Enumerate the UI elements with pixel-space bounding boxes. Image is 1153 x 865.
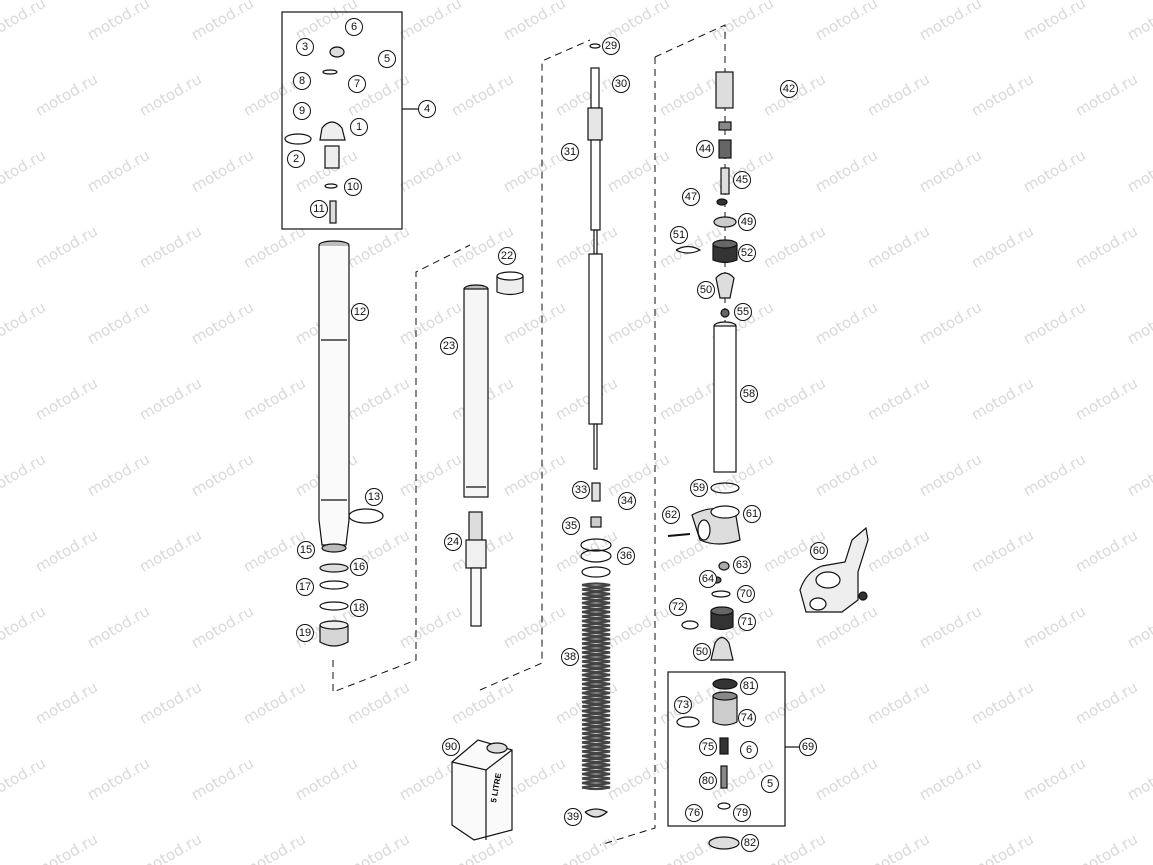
part-callout: 22 [498, 247, 516, 265]
part-callout: 72 [669, 598, 687, 616]
part-callout: 71 [738, 613, 756, 631]
part-callout: 2 [287, 150, 305, 168]
fork-foot-side [799, 526, 869, 613]
part-callout: 33 [572, 481, 590, 499]
part-callout: 70 [737, 585, 755, 603]
part-callout: 42 [780, 80, 798, 98]
valve-assembly-box [667, 671, 786, 827]
part-callout: 79 [733, 804, 751, 822]
part-callout: 64 [699, 570, 717, 588]
fork-foot [691, 505, 741, 545]
fork-spring [581, 582, 611, 791]
part-callout: 47 [682, 188, 700, 206]
outer-tube [318, 240, 350, 553]
part-callout: 38 [561, 648, 579, 666]
part-callout: 35 [562, 517, 580, 535]
part-callout: 1 [350, 118, 368, 136]
part-callout: 50 [697, 281, 715, 299]
part-callout: 59 [690, 479, 708, 497]
part-callout: 3 [296, 38, 314, 56]
damper-rod [587, 67, 603, 470]
part-callout: 8 [293, 72, 311, 90]
part-callout: 49 [738, 213, 756, 231]
part-callout: 5 [761, 775, 779, 793]
part-callout: 62 [662, 506, 680, 524]
part-callout: 63 [733, 556, 751, 574]
part-callout: 7 [348, 75, 366, 93]
part-callout: 18 [350, 599, 368, 617]
part-callout: 9 [293, 102, 311, 120]
part-callout: 13 [365, 488, 383, 506]
part-callout: 69 [799, 738, 817, 756]
part-callout: 23 [440, 337, 458, 355]
part-callout: 16 [350, 558, 368, 576]
inner-tube [463, 284, 489, 498]
part-callout: 6 [740, 741, 758, 759]
part-callout: 73 [674, 696, 692, 714]
part-callout: 74 [738, 709, 756, 727]
part-callout: 75 [699, 738, 717, 756]
part-callout: 24 [444, 533, 462, 551]
part-callout: 30 [612, 75, 630, 93]
oil-can [451, 739, 513, 841]
part-callout: 39 [564, 808, 582, 826]
part-callout: 45 [733, 171, 751, 189]
part-callout: 4 [418, 100, 436, 118]
part-callout: 31 [561, 143, 579, 161]
part-callout: 51 [670, 226, 688, 244]
part-callout: 12 [351, 303, 369, 321]
part-callout: 55 [734, 303, 752, 321]
part-callout: 19 [296, 624, 314, 642]
part-callout: 50 [693, 643, 711, 661]
part-callout: 82 [741, 834, 759, 852]
part-callout: 11 [310, 200, 328, 218]
part-callout: 44 [696, 140, 714, 158]
part-callout: 10 [344, 178, 362, 196]
part-callout: 76 [685, 804, 703, 822]
part-callout: 15 [297, 541, 315, 559]
part-callout: 29 [602, 37, 620, 55]
cartridge-rod [465, 511, 487, 627]
part-callout: 36 [617, 547, 635, 565]
part-callout: 58 [740, 385, 758, 403]
part-callout: 90 [442, 738, 460, 756]
part-callout: 52 [738, 244, 756, 262]
part-callout: 80 [699, 772, 717, 790]
part-callout: 34 [618, 492, 636, 510]
part-callout: 60 [810, 542, 828, 560]
part-callout: 5 [378, 50, 396, 68]
part-callout: 61 [743, 505, 761, 523]
part-callout: 6 [345, 18, 363, 36]
part-callout: 81 [740, 677, 758, 695]
cap-assembly-box [281, 11, 403, 230]
part-callout: 17 [296, 578, 314, 596]
